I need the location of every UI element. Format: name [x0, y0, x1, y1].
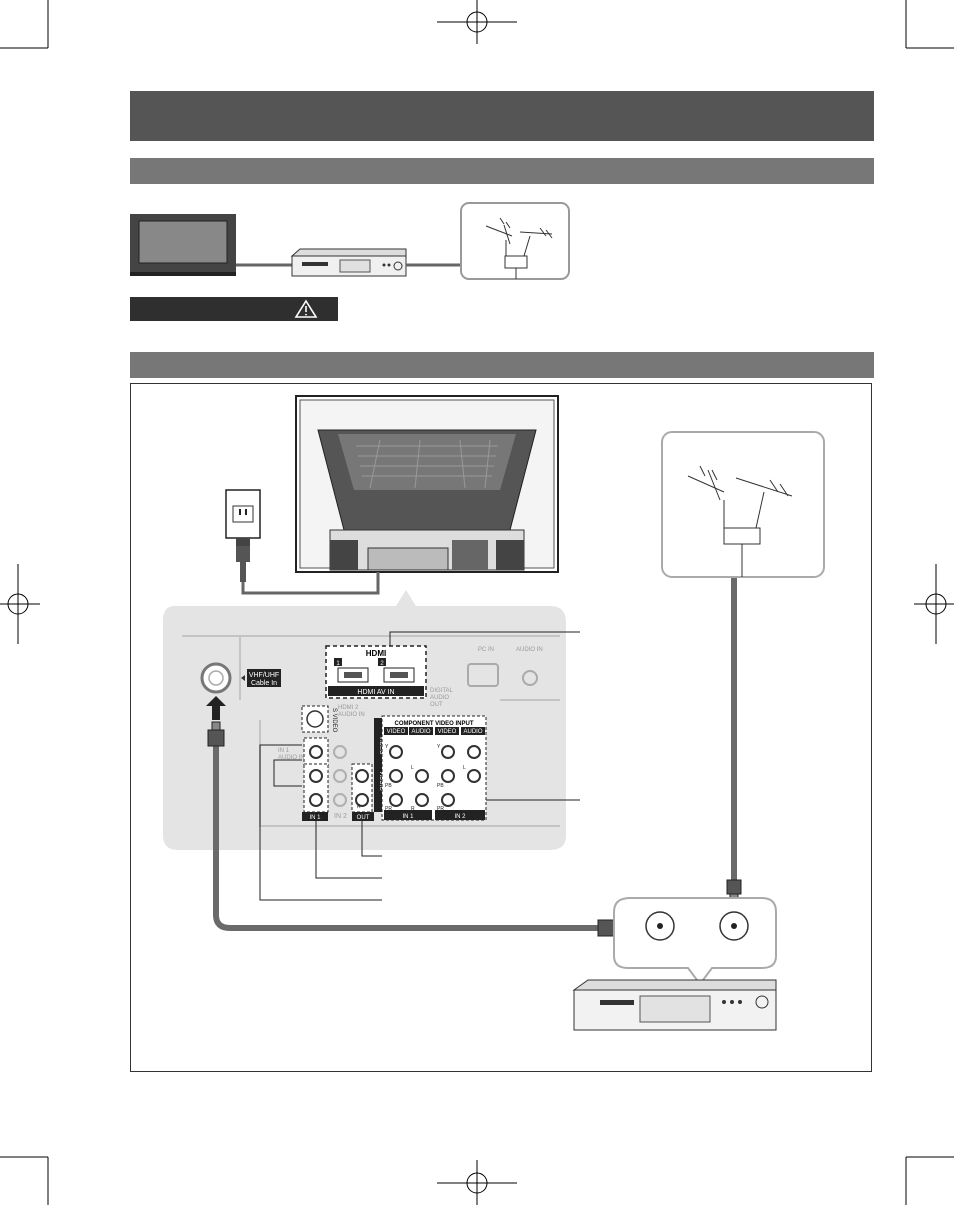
svg-text:AUDIO IN: AUDIO IN — [338, 712, 365, 718]
svg-text:IN 2: IN 2 — [454, 814, 466, 820]
svg-text:AUDIO IN: AUDIO IN — [516, 647, 543, 653]
svg-text:VIDEO: VIDEO — [387, 729, 406, 735]
section-bar-1 — [130, 158, 874, 184]
antenna-icon — [460, 202, 570, 280]
svg-text:IN 1: IN 1 — [309, 815, 321, 821]
svg-text:IN 1: IN 1 — [278, 748, 290, 754]
s-video-jack — [306, 710, 324, 728]
svg-text:PC IN: PC IN — [478, 647, 494, 653]
tv-icon — [130, 214, 236, 276]
title-bar — [130, 91, 874, 141]
in1-terminal-block: S VIDEO IN 1 AUDIO IN IN 1 — [278, 705, 337, 821]
svg-text:1: 1 — [336, 661, 340, 667]
rf-cable-to-tv — [213, 738, 600, 931]
recorder-icon — [290, 248, 407, 277]
wall-outlet-icon — [225, 489, 261, 582]
svg-text:OUT: OUT — [430, 702, 443, 708]
svg-text:S VIDEO: S VIDEO — [331, 708, 337, 733]
svg-text:HDMI 2: HDMI 2 — [338, 705, 359, 711]
overview-diagram — [0, 0, 954, 280]
leader-lines — [259, 631, 580, 901]
svg-text:Y: Y — [385, 744, 389, 750]
svg-text:VIDEO: VIDEO — [378, 736, 384, 755]
svg-text:L: L — [411, 765, 414, 771]
svg-text:R: R — [411, 806, 415, 812]
antenna-box — [661, 431, 825, 578]
vhf-uhf-label-bg — [247, 669, 281, 687]
svg-text:AUDIO IN: AUDIO IN — [278, 755, 305, 761]
svg-text:PR: PR — [437, 806, 444, 812]
svg-text:L: L — [463, 765, 466, 771]
vhf-uhf-label: VHF/UHF — [249, 672, 279, 679]
hdmi-logo: HDMI — [366, 649, 386, 658]
crop-marks — [0, 0, 954, 49]
svg-text:AUDIO: AUDIO — [378, 772, 384, 791]
svg-text:PR: PR — [385, 806, 392, 812]
svg-text:DIGITAL: DIGITAL — [430, 688, 454, 694]
connection-diagram: VHF/UHF Cable In HDMI 1 2 HDMI AV IN DIG… — [0, 395, 954, 1205]
svg-text:IN 2: IN 2 — [334, 813, 347, 820]
caution-bar — [130, 297, 338, 321]
hdmi-input-block: HDMI 1 2 HDMI AV IN — [325, 645, 427, 699]
svg-text:R: R — [357, 804, 361, 810]
connection-diagram-frame — [130, 383, 872, 1072]
svg-text:AUDIO: AUDIO — [463, 729, 482, 735]
coax-plug-icon — [207, 721, 225, 747]
svg-text:IN 1: IN 1 — [402, 814, 414, 820]
svg-text:AUDIO: AUDIO — [411, 729, 430, 735]
svg-text:PB: PB — [385, 783, 392, 789]
recorder-rf-zoom — [613, 897, 777, 986]
svg-text:AUDIO: AUDIO — [430, 695, 449, 701]
svg-text:Y: Y — [437, 744, 441, 750]
component-video-block: COMPONENT VIDEO INPUT VIDEO AUDIO VIDEO … — [381, 715, 487, 821]
audio-out-block: OUT R VIDEO AUDIO — [351, 718, 384, 821]
hdmi-av-in-label: HDMI AV IN — [357, 689, 394, 696]
tv-rear-panel — [295, 395, 559, 573]
section-bar-2 — [130, 352, 874, 378]
svg-text:2: 2 — [380, 661, 384, 667]
svg-text:COMPONENT VIDEO INPUT: COMPONENT VIDEO INPUT — [394, 721, 473, 727]
svg-text:VIDEO: VIDEO — [438, 729, 457, 735]
registration-marks — [0, 564, 954, 1205]
recorder-device-icon — [572, 979, 777, 1031]
svg-text:OUT: OUT — [357, 815, 370, 821]
cable-in-label: Cable In — [251, 680, 277, 687]
svg-text:PB: PB — [437, 783, 444, 789]
warning-icon — [294, 299, 318, 318]
arrow-up-icon — [206, 696, 226, 720]
